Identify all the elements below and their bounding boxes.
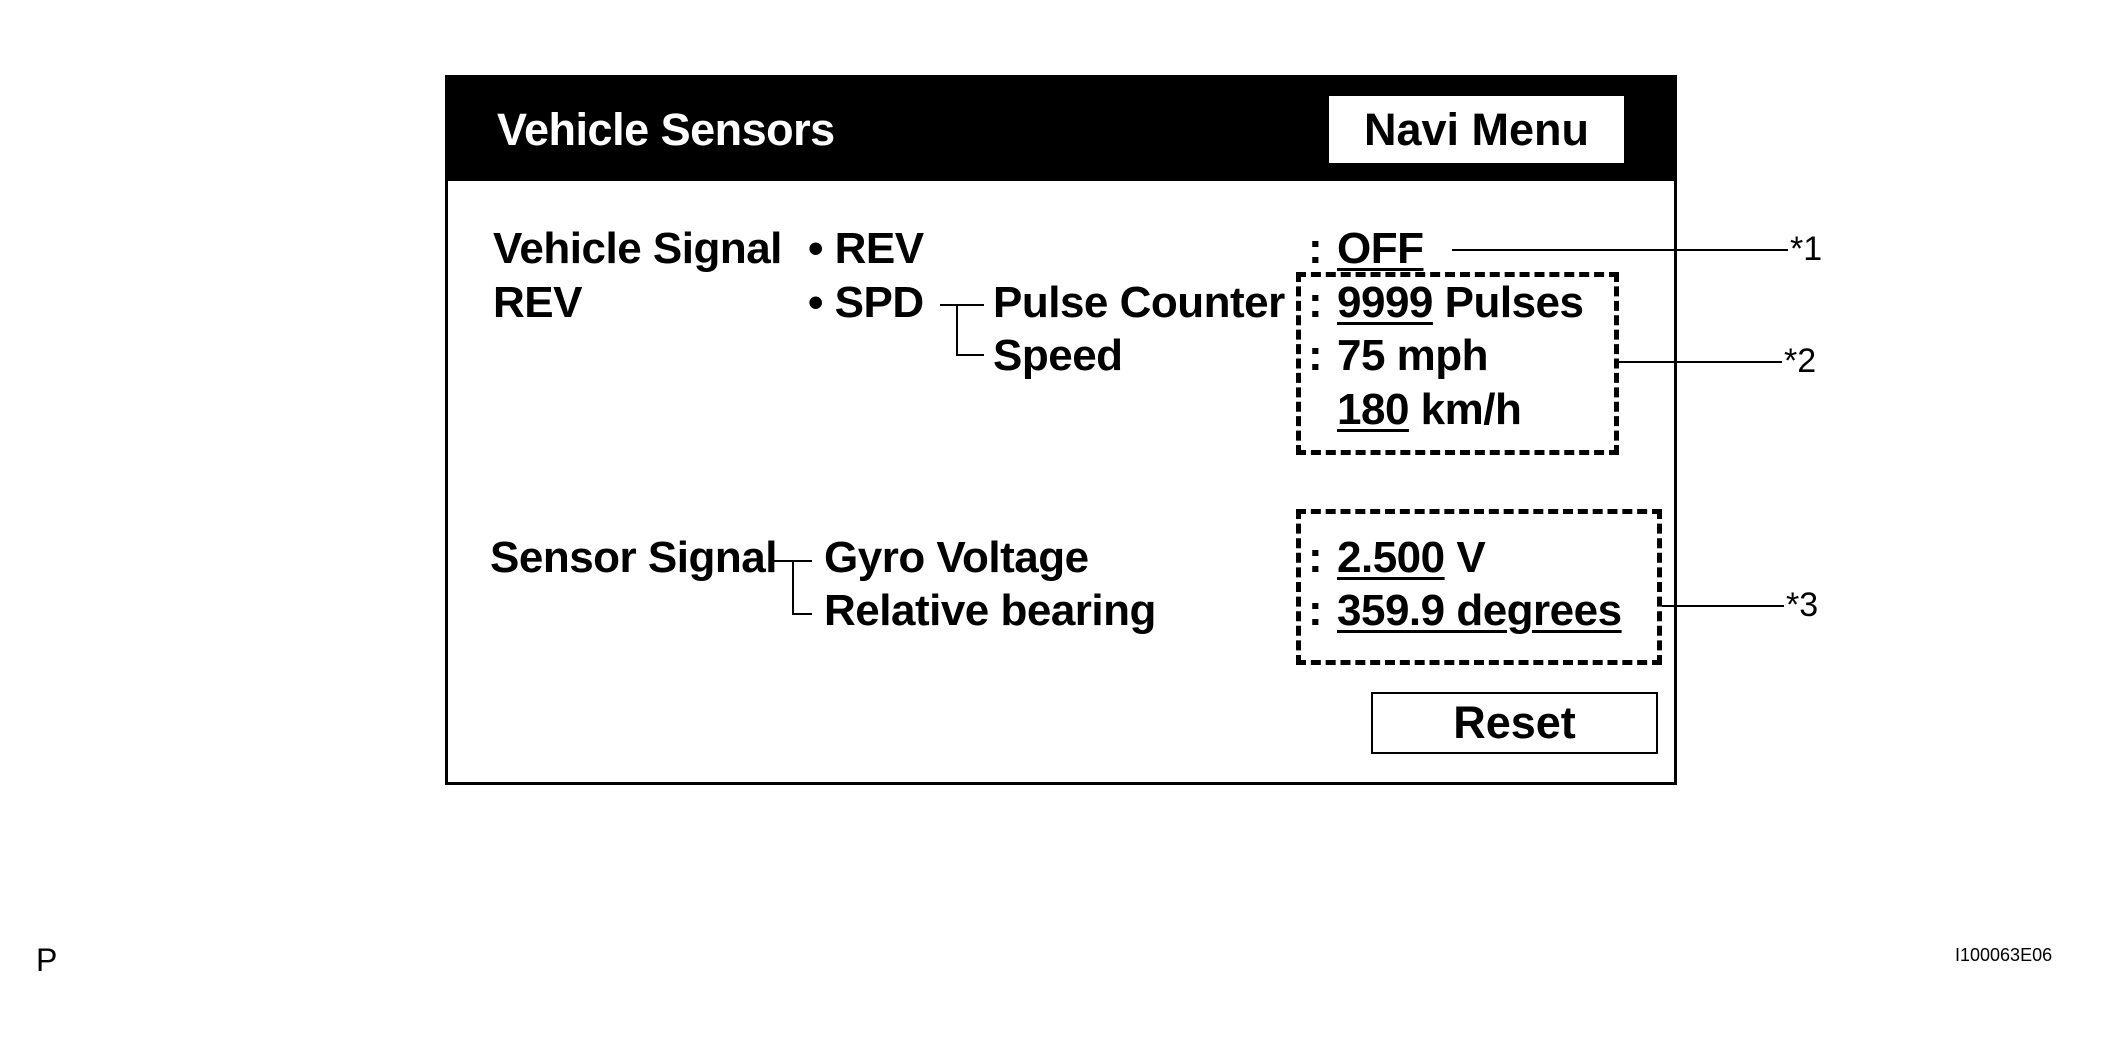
spd-item-label: • SPD — [808, 278, 924, 327]
reset-button[interactable]: Reset — [1371, 692, 1658, 754]
callout-1: *1 — [1790, 230, 1823, 268]
pulse-counter-label: Pulse Counter — [993, 278, 1285, 327]
spd-tree-branch — [940, 304, 984, 306]
vehicle-signal-rev-label: REV — [493, 278, 582, 327]
callout-1-leader — [1452, 249, 1788, 251]
speed-value-separator: : — [1308, 331, 1323, 380]
sensor-tree-trunk — [792, 560, 794, 613]
page-title: Vehicle Sensors — [497, 104, 835, 155]
relative-bearing-value: 359.9 degrees — [1337, 586, 1622, 635]
gyro-voltage-unit: V — [1456, 533, 1486, 582]
figure-id-label: I100063E06 — [1955, 945, 2053, 965]
sensor-tree-bearing-branch — [792, 613, 812, 615]
gyro-voltage-value: 2.500 — [1337, 533, 1445, 582]
speed-label: Speed — [993, 331, 1123, 380]
callout-2-leader — [1619, 361, 1782, 363]
rev-value-separator: : — [1308, 224, 1323, 273]
callout-2: *2 — [1784, 342, 1817, 380]
spd-tree-trunk — [956, 304, 958, 354]
pulse-value-separator: : — [1308, 278, 1323, 327]
callout-3-leader — [1662, 605, 1784, 607]
pulse-count-value: 9999 — [1337, 278, 1433, 327]
sensor-values-highlight-box — [1296, 509, 1662, 665]
gyro-voltage-label: Gyro Voltage — [824, 533, 1089, 582]
vehicle-signal-label: Vehicle Signal — [493, 224, 782, 273]
rev-value: OFF — [1337, 224, 1424, 273]
rev-item-label: • REV — [808, 224, 924, 273]
callout-3: *3 — [1786, 586, 1819, 624]
bearing-value-separator: : — [1308, 586, 1323, 635]
navi-menu-button[interactable]: Navi Menu — [1327, 94, 1626, 165]
relative-bearing-label: Relative bearing — [824, 586, 1156, 635]
corner-mark-left: P — [36, 942, 58, 978]
speed-mph-value: 75 mph — [1337, 331, 1489, 380]
sensor-signal-label: Sensor Signal — [490, 533, 777, 582]
speed-values-highlight-box — [1296, 272, 1619, 455]
spd-tree-speed-branch — [956, 354, 984, 356]
gyro-value-separator: : — [1308, 533, 1323, 582]
speed-kmh-value: 180 — [1337, 385, 1409, 434]
pulse-unit: Pulses — [1444, 278, 1584, 327]
speed-kmh-unit: km/h — [1420, 385, 1522, 434]
